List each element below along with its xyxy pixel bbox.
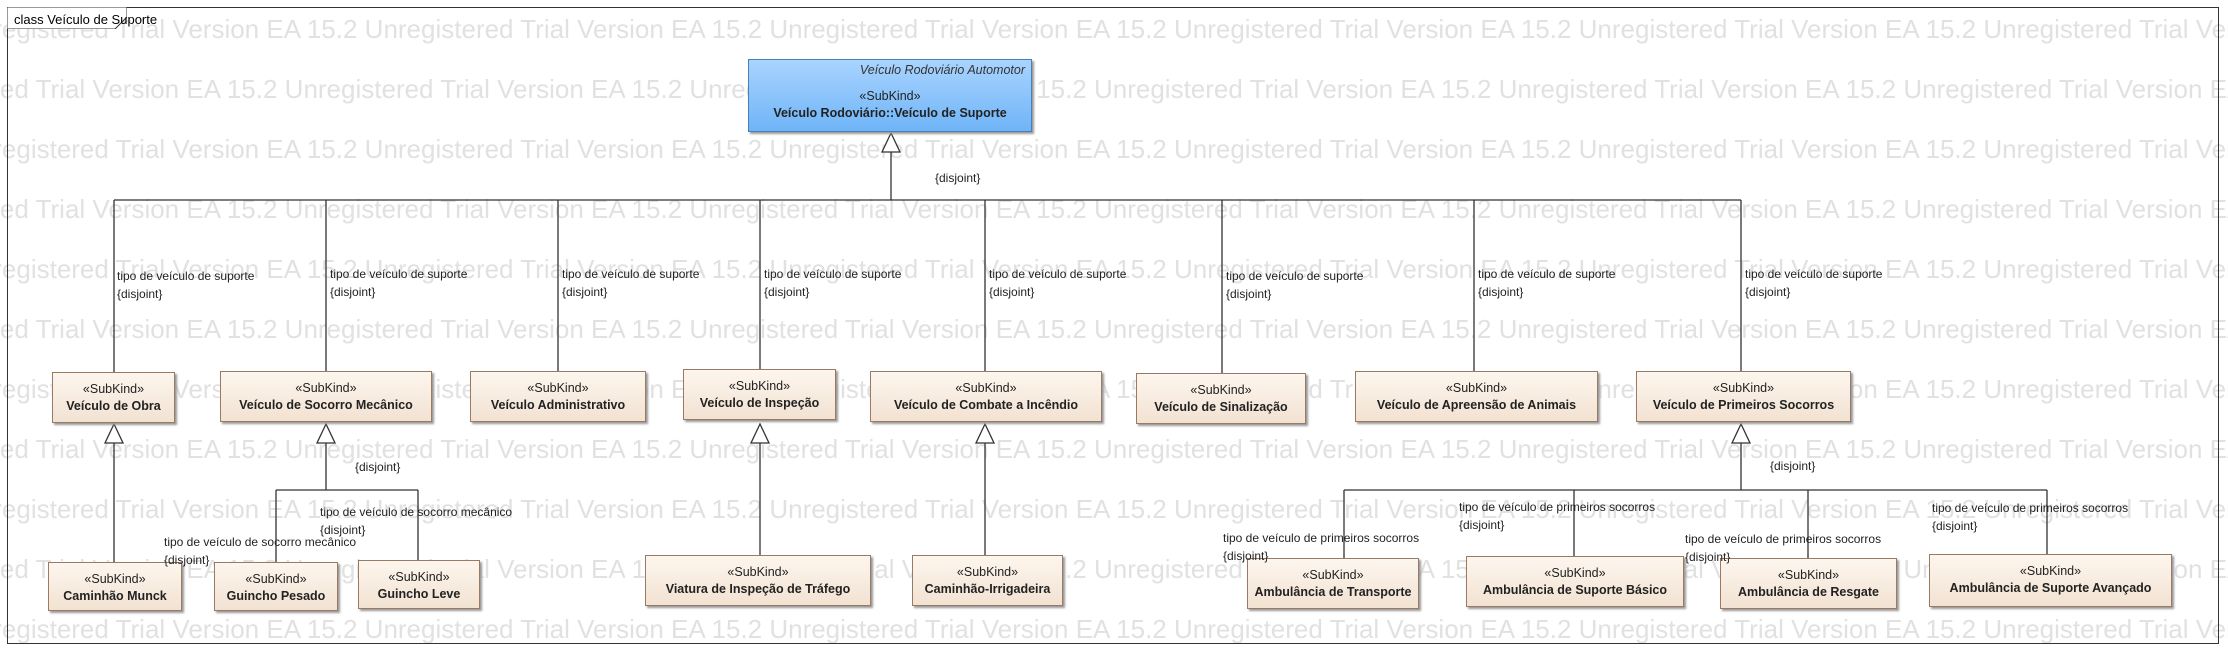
- stereotype-label: «SubKind»: [727, 565, 789, 579]
- class-veiculo-de-socorro-mecanico[interactable]: «SubKind» Veículo de Socorro Mecânico: [220, 371, 432, 422]
- disjoint-label: {disjoint}: [1745, 285, 1791, 299]
- generalization-set-label: tipo de veículo de suporte: [562, 267, 700, 281]
- generalization-set-label: tipo de veículo de suporte: [1478, 267, 1616, 281]
- class-name: Veículo de Sinalização: [1154, 400, 1288, 414]
- disjoint-label: {disjoint}: [1478, 285, 1524, 299]
- stereotype-label: «SubKind»: [1445, 381, 1508, 395]
- class-veiculo-de-inspecao[interactable]: «SubKind» Veículo de Inspeção: [683, 369, 836, 420]
- class-veiculo-de-combate-a-incendio[interactable]: «SubKind» Veículo de Combate a Incêndio: [870, 371, 1102, 422]
- stereotype-label: «SubKind»: [955, 381, 1017, 395]
- class-ambulancia-de-transporte[interactable]: «SubKind» Ambulância de Transporte: [1247, 558, 1419, 609]
- stereotype-label: «SubKind»: [956, 565, 1019, 579]
- class-caminhao-munck[interactable]: «SubKind» Caminhão Munck: [48, 562, 182, 611]
- class-name: Ambulância de Suporte Avançado: [1949, 581, 2152, 595]
- disjoint-label: {disjoint}: [1770, 459, 1816, 473]
- class-caminhao-irrigadeira[interactable]: «SubKind» Caminhão-Irrigadeira: [912, 555, 1063, 606]
- disjoint-label: {disjoint}: [164, 553, 210, 567]
- class-name: Veículo de Apreensão de Animais: [1376, 398, 1577, 412]
- disjoint-label: {disjoint}: [989, 285, 1035, 299]
- disjoint-label: {disjoint}: [320, 523, 366, 537]
- generalization-set-label: tipo de veículo de suporte: [1745, 267, 1883, 281]
- class-name: Veículo de Obra: [66, 399, 161, 413]
- disjoint-label: {disjoint}: [935, 171, 981, 185]
- stereotype-label: «SubKind»: [1302, 568, 1364, 582]
- generalization-set-label: tipo de veículo de suporte: [330, 267, 468, 281]
- class-veiculo-de-apreensao-de-animais[interactable]: «SubKind» Veículo de Apreensão de Animai…: [1355, 371, 1598, 422]
- generalization-set-label: tipo de veículo de primeiros socorros: [1223, 531, 1420, 545]
- class-name: Veículo Administrativo: [490, 398, 626, 412]
- stereotype-label: «SubKind»: [2019, 564, 2082, 578]
- class-veiculo-de-suporte[interactable]: Veículo Rodoviário Automotor «SubKind» V…: [748, 59, 1032, 132]
- stereotype-label: «SubKind»: [859, 89, 921, 103]
- stereotype-label: «SubKind»: [1777, 568, 1840, 582]
- class-name: Veículo de Socorro Mecânico: [239, 398, 413, 412]
- class-name: Caminhão Munck: [63, 589, 167, 603]
- disjoint-label: {disjoint}: [764, 285, 810, 299]
- disjoint-label: {disjoint}: [1459, 518, 1505, 532]
- stereotype-label: «SubKind»: [295, 381, 357, 395]
- disjoint-label: {disjoint}: [1223, 549, 1269, 563]
- disjoint-label: {disjoint}: [355, 460, 401, 474]
- class-name: Guincho Leve: [377, 587, 461, 601]
- generalization-set-label: tipo de veículo de suporte: [989, 267, 1127, 281]
- diagram-frame: [7, 7, 2219, 644]
- stereotype-label: «SubKind»: [1190, 383, 1252, 397]
- class-name: Veículo Rodoviário::Veículo de Suporte: [773, 106, 1007, 120]
- class-name: Caminhão-Irrigadeira: [924, 582, 1051, 596]
- generalization-arrow: [749, 422, 771, 444]
- generalization-arrow: [315, 422, 337, 444]
- generalization-arrow: [880, 131, 902, 153]
- generalization-set-label: tipo de veículo de suporte: [117, 269, 255, 283]
- class-veiculo-administrativo[interactable]: «SubKind» Veículo Administrativo: [470, 371, 646, 422]
- class-viatura-de-inspecao-de-trafego[interactable]: «SubKind» Viatura de Inspeção de Tráfego: [645, 555, 871, 606]
- stereotype-label: «SubKind»: [245, 572, 307, 586]
- class-veiculo-de-primeiros-socorros[interactable]: «SubKind» Veículo de Primeiros Socorros: [1636, 371, 1851, 422]
- generalization-set-label: tipo de veículo de suporte: [1226, 269, 1364, 283]
- class-name: Veículo de Primeiros Socorros: [1652, 398, 1835, 412]
- disjoint-label: {disjoint}: [330, 285, 376, 299]
- class-name: Guincho Pesado: [226, 589, 326, 603]
- class-name: Veículo de Combate a Incêndio: [893, 398, 1079, 412]
- stereotype-label: «SubKind»: [82, 382, 145, 396]
- class-name: Veículo de Inspeção: [699, 396, 820, 410]
- stereotype-label: «SubKind»: [728, 379, 791, 393]
- generalization-set-label: tipo de veículo de suporte: [764, 267, 902, 281]
- stereotype-label: «SubKind»: [1712, 381, 1775, 395]
- generalization-set-label: tipo de veículo de primeiros socorros: [1932, 501, 2129, 515]
- owner-package-label: Veículo Rodoviário Automotor: [859, 63, 1025, 77]
- generalization-arrow: [1730, 422, 1752, 444]
- generalization-set-label: tipo de veículo de primeiros socorros: [1459, 500, 1656, 514]
- generalization-arrow: [974, 422, 996, 444]
- stereotype-label: «SubKind»: [84, 572, 146, 586]
- class-name: Ambulância de Transporte: [1254, 585, 1412, 599]
- stereotype-label: «SubKind»: [1544, 566, 1606, 580]
- class-guincho-leve[interactable]: «SubKind» Guincho Leve: [358, 560, 480, 609]
- stereotype-label: «SubKind»: [388, 570, 450, 584]
- class-name: Viatura de Inspeção de Tráfego: [665, 582, 851, 596]
- class-name: Ambulância de Suporte Básico: [1482, 583, 1668, 597]
- generalization-set-label: tipo de veículo de socorro mecânico: [320, 505, 513, 519]
- frame-title: class Veículo de Suporte: [14, 12, 158, 27]
- class-ambulancia-de-suporte-basico[interactable]: «SubKind» Ambulância de Suporte Básico: [1466, 556, 1684, 607]
- disjoint-label: {disjoint}: [1685, 550, 1731, 564]
- frame-tab: [7, 7, 127, 29]
- disjoint-label: {disjoint}: [1226, 287, 1272, 301]
- class-ambulancia-de-resgate[interactable]: «SubKind» Ambulância de Resgate: [1720, 558, 1897, 609]
- class-guincho-pesado[interactable]: «SubKind» Guincho Pesado: [214, 562, 338, 611]
- generalization-set-label: tipo de veículo de primeiros socorros: [1685, 532, 1882, 546]
- stereotype-label: «SubKind»: [527, 381, 589, 395]
- class-name: Ambulância de Resgate: [1737, 585, 1879, 599]
- disjoint-label: {disjoint}: [1932, 519, 1978, 533]
- disjoint-label: {disjoint}: [562, 285, 608, 299]
- class-veiculo-de-obra[interactable]: «SubKind» Veículo de Obra: [52, 372, 175, 423]
- class-veiculo-de-sinalizacao[interactable]: «SubKind» Veículo de Sinalização: [1136, 373, 1306, 424]
- disjoint-label: {disjoint}: [117, 287, 163, 301]
- class-ambulancia-de-suporte-avancado[interactable]: «SubKind» Ambulância de Suporte Avançado: [1929, 554, 2172, 607]
- generalization-set-label: tipo de veículo de socorro mecânico: [164, 535, 357, 549]
- generalization-arrow: [103, 422, 125, 444]
